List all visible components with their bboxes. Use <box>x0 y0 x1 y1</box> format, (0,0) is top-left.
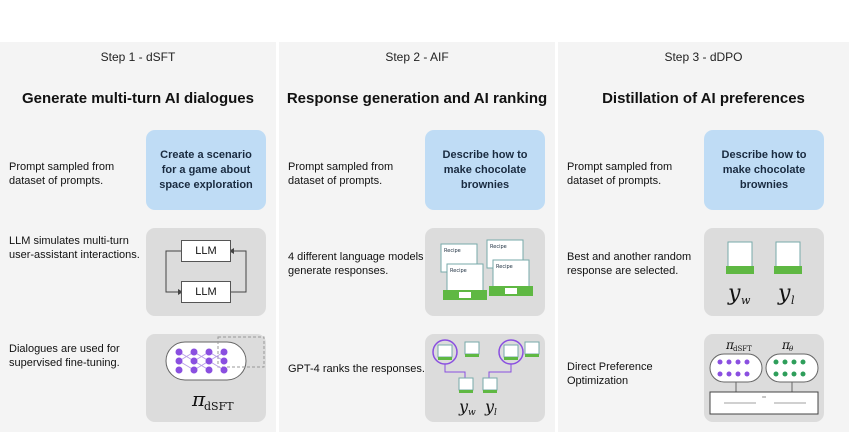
pi-dsft-label: π <box>191 387 206 411</box>
dpo-networks-icon: π dSFT π θ <box>709 338 819 415</box>
svg-text:Recipe: Recipe <box>444 248 461 254</box>
sft-model-box: π dSFT <box>146 334 266 422</box>
step-title: Distillation of AI preferences <box>602 90 805 107</box>
prompt-box: Describe how to make chocolate brownies <box>425 130 545 210</box>
selected-cards-icon: y w y l <box>726 241 802 307</box>
pi-theta-label: π <box>781 338 791 352</box>
row-description: Prompt sampled from dataset of prompts. <box>288 161 394 187</box>
dpo-box: π dSFT π θ <box>704 334 824 422</box>
row-description: LLM simulates multi-turn user-assistant … <box>9 235 140 261</box>
row-description: Direct Preference Optimization <box>567 361 653 387</box>
ranking-box: y w y l <box>425 334 545 422</box>
row-description: Dialogues are used for supervised fine-t… <box>9 343 120 369</box>
y-l-subscript: l <box>494 408 497 418</box>
svg-text:Recipe: Recipe <box>496 264 513 270</box>
responses-box: Recipe Recipe Recipe Recipe <box>425 228 545 316</box>
pi-dsft-subscript: dSFT <box>204 400 234 413</box>
pi-dsft-label: π <box>725 338 735 352</box>
recipe-cards-icon: Recipe Recipe Recipe Recipe <box>440 239 533 300</box>
llm-loop-diagram: LLM LLM <box>146 228 266 316</box>
y-w-subscript: w <box>741 294 751 307</box>
svg-text:Recipe: Recipe <box>490 244 507 250</box>
selected-responses-box: y w y l <box>704 228 824 316</box>
y-l-label: y <box>484 397 495 416</box>
loop-arrows-icon <box>165 248 247 295</box>
row-description: Best and another random response are sel… <box>567 251 692 277</box>
step-label: Step 1 - dSFT <box>100 50 176 64</box>
prompt-box: Create a scenario for a game about space… <box>146 130 266 210</box>
step2-panel: Step 2 - AIF Response generation and AI … <box>279 42 555 432</box>
row-description: 4 different language models generate res… <box>288 251 424 277</box>
svg-text:Recipe: Recipe <box>450 268 467 274</box>
llm-block: LLM <box>181 281 231 303</box>
y-l-subscript: l <box>791 294 795 307</box>
step-title: Generate multi-turn AI dialogues <box>22 90 254 107</box>
y-w-subscript: w <box>468 408 476 418</box>
llm-block: LLM <box>181 240 231 262</box>
step1-panel: Step 1 - dSFT Generate multi-turn AI dia… <box>0 42 276 432</box>
y-w-label: y <box>727 281 741 306</box>
pi-dsft-subscript: dSFT <box>733 345 752 353</box>
step-label: Step 3 - dDPO <box>664 50 743 64</box>
row-description: Prompt sampled from dataset of prompts. <box>567 161 673 187</box>
y-l-label: y <box>777 281 791 306</box>
step3-panel: Step 3 - dDPO Distillation of AI prefere… <box>558 42 849 432</box>
pi-theta-subscript: θ <box>789 345 794 353</box>
y-w-label: y <box>458 397 469 416</box>
neural-network-icon: π dSFT <box>165 336 265 413</box>
row-description: Prompt sampled from dataset of prompts. <box>9 161 115 187</box>
prompt-box: Describe how to make chocolate brownies <box>704 130 824 210</box>
step-title: Response generation and AI ranking <box>286 90 548 107</box>
row-description: GPT-4 ranks the responses. <box>288 363 425 375</box>
ranking-icon: y w y l <box>432 339 540 418</box>
step-label: Step 2 - AIF <box>385 50 449 64</box>
